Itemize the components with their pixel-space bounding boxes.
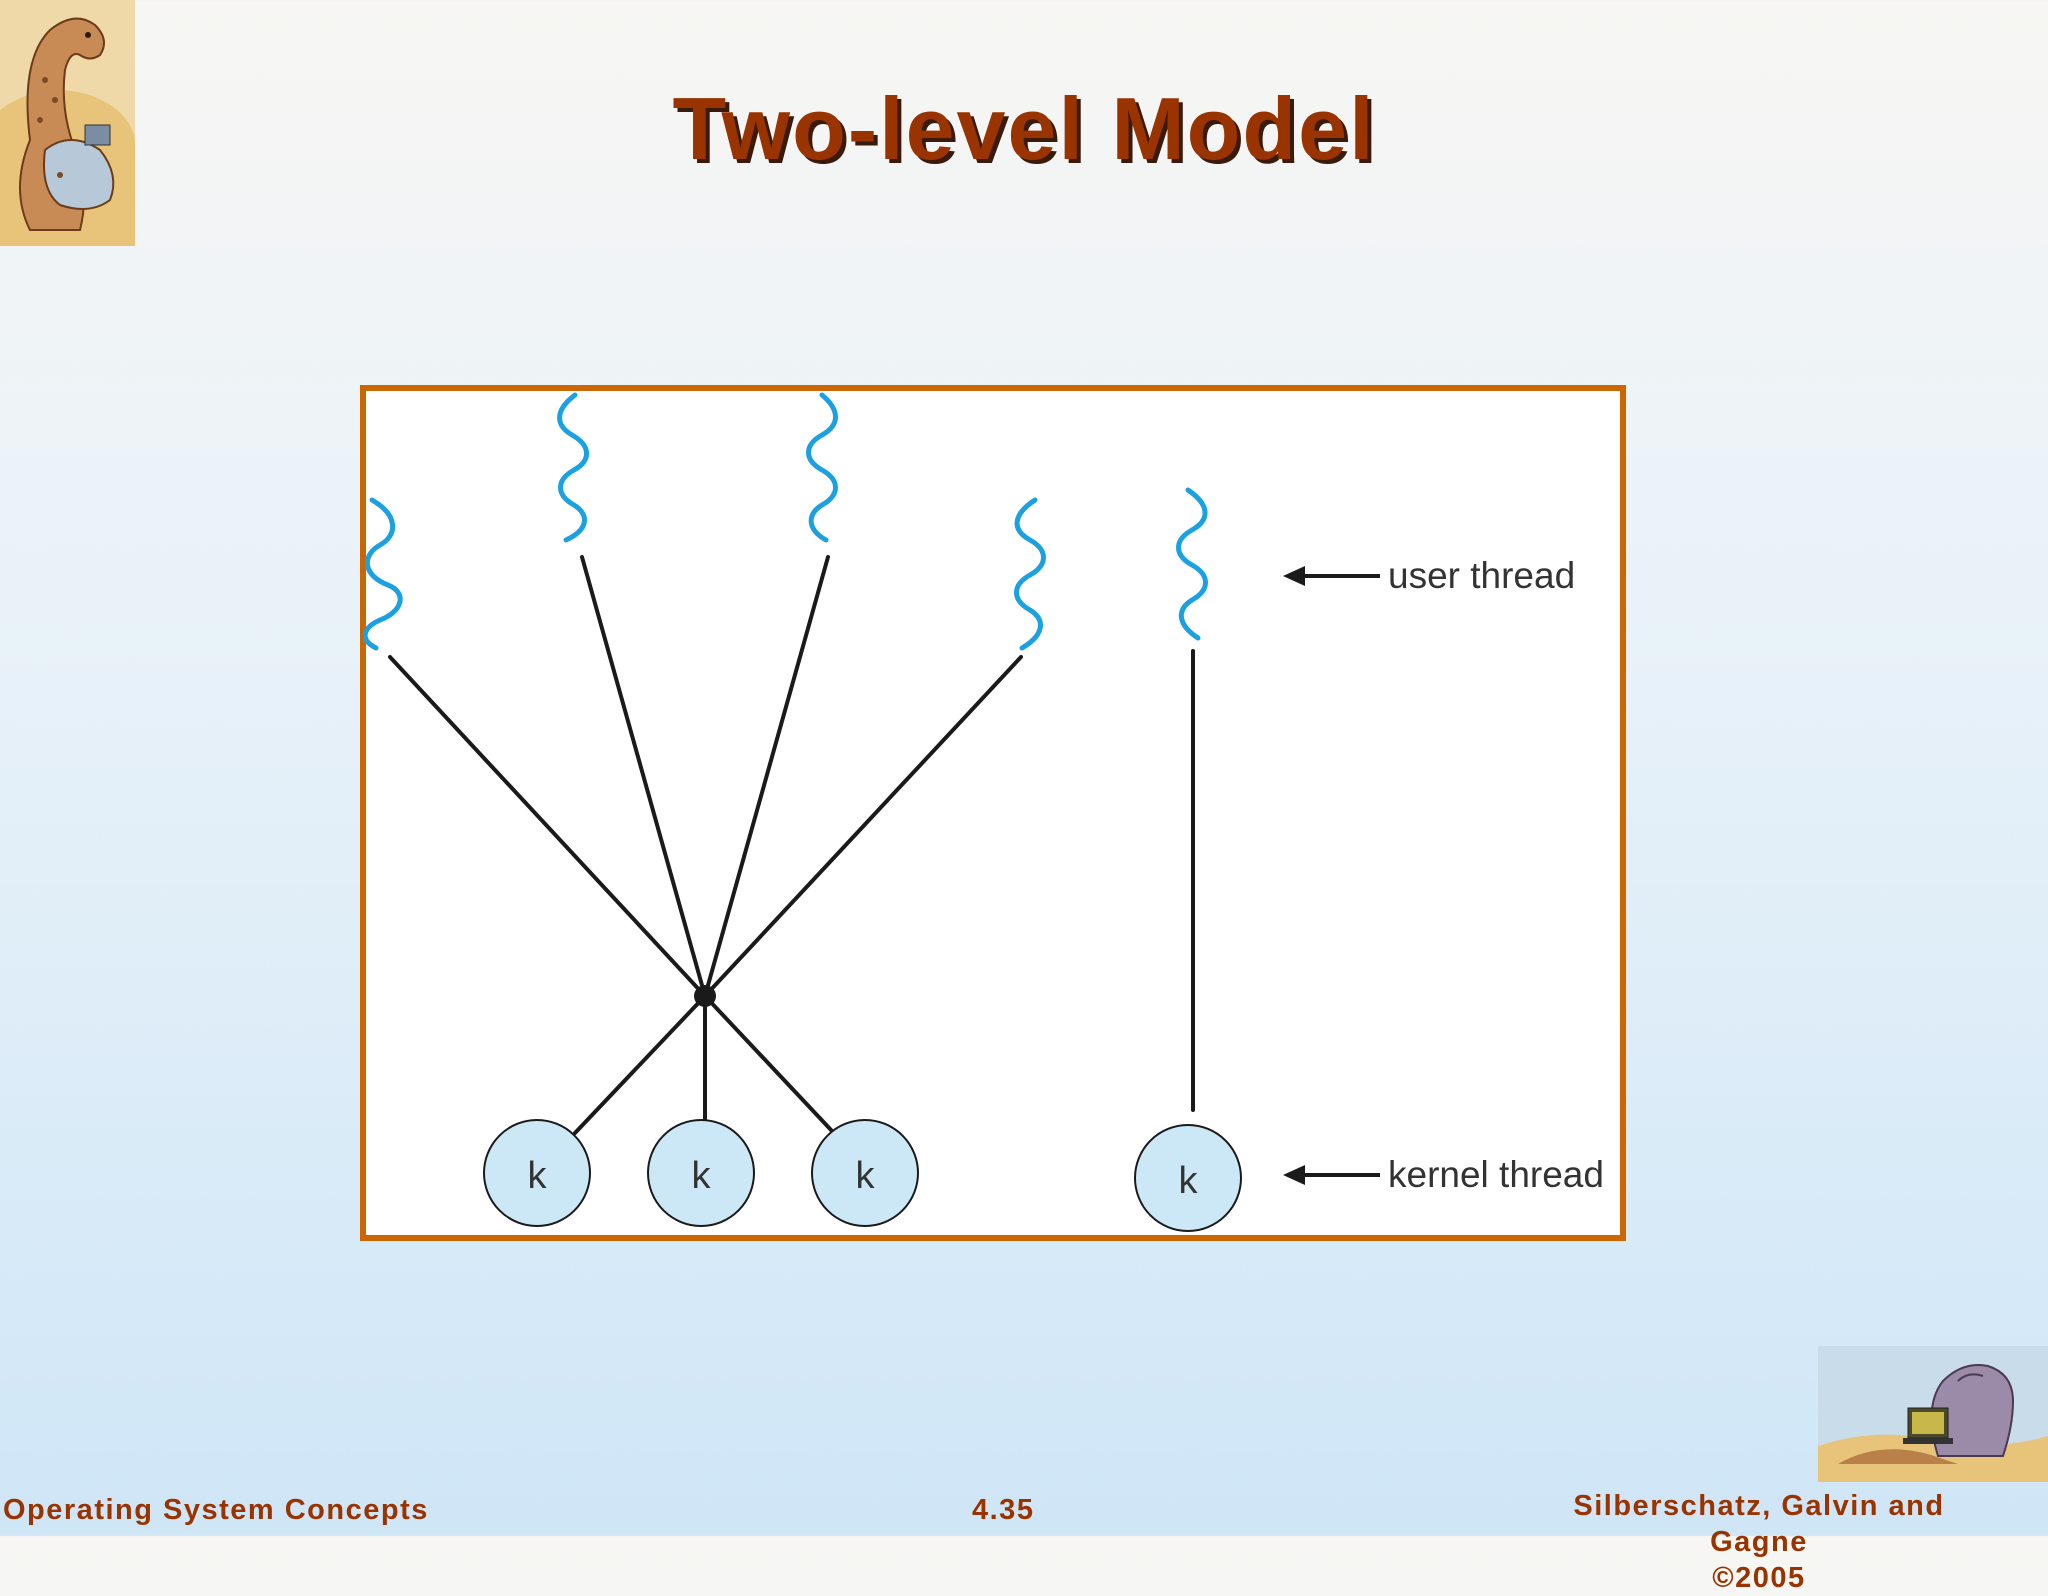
link-line	[580, 555, 707, 998]
kernel-node-1	[483, 1119, 591, 1227]
link-line	[388, 655, 707, 998]
footer-course-title: Operating System Concepts	[3, 1494, 429, 1526]
diagram-frame	[360, 385, 1626, 1241]
footer-authors: Silberschatz, Galvin and Gagne ©2005	[1524, 1488, 1994, 1596]
link-line	[703, 655, 1023, 998]
kernel-thread-arrowhead	[1283, 1165, 1305, 1185]
user-thread-5	[1176, 487, 1208, 641]
kernel-node-3	[811, 1119, 919, 1227]
link-line	[573, 994, 707, 1135]
kernel-node-4	[1134, 1124, 1242, 1232]
user-thread-2	[557, 392, 589, 543]
footer-authors-line2: ©2005	[1712, 1562, 1806, 1594]
dinosaur-laptop-icon	[1818, 1346, 2048, 1482]
kernel-node-4-label: k	[1179, 1160, 1199, 1202]
link-line	[703, 555, 830, 998]
dinosaur-illustration-icon	[0, 0, 135, 246]
kernel-node-1-label: k	[528, 1155, 548, 1197]
slide-title: Two-level Model	[672, 79, 1376, 178]
user-thread-arrowhead	[1283, 566, 1305, 586]
kernel-node-3-label: k	[856, 1155, 876, 1197]
user-thread-3	[806, 392, 838, 543]
footer-slide-number: 4.35	[972, 1494, 1035, 1526]
footer-authors-line1: Silberschatz, Galvin and Gagne	[1573, 1490, 1945, 1558]
multiplex-junction	[694, 985, 716, 1007]
user-thread-label: user thread	[1388, 555, 1575, 596]
kernel-thread-label: kernel thread	[1388, 1154, 1604, 1195]
two-level-model-diagram: k k k k user thread kernel thread	[362, 392, 1604, 1232]
link-line	[703, 994, 834, 1133]
kernel-node-2-label: k	[692, 1155, 712, 1197]
user-thread-4	[1014, 497, 1046, 651]
user-thread-1	[362, 497, 403, 651]
kernel-node-2	[647, 1119, 755, 1227]
